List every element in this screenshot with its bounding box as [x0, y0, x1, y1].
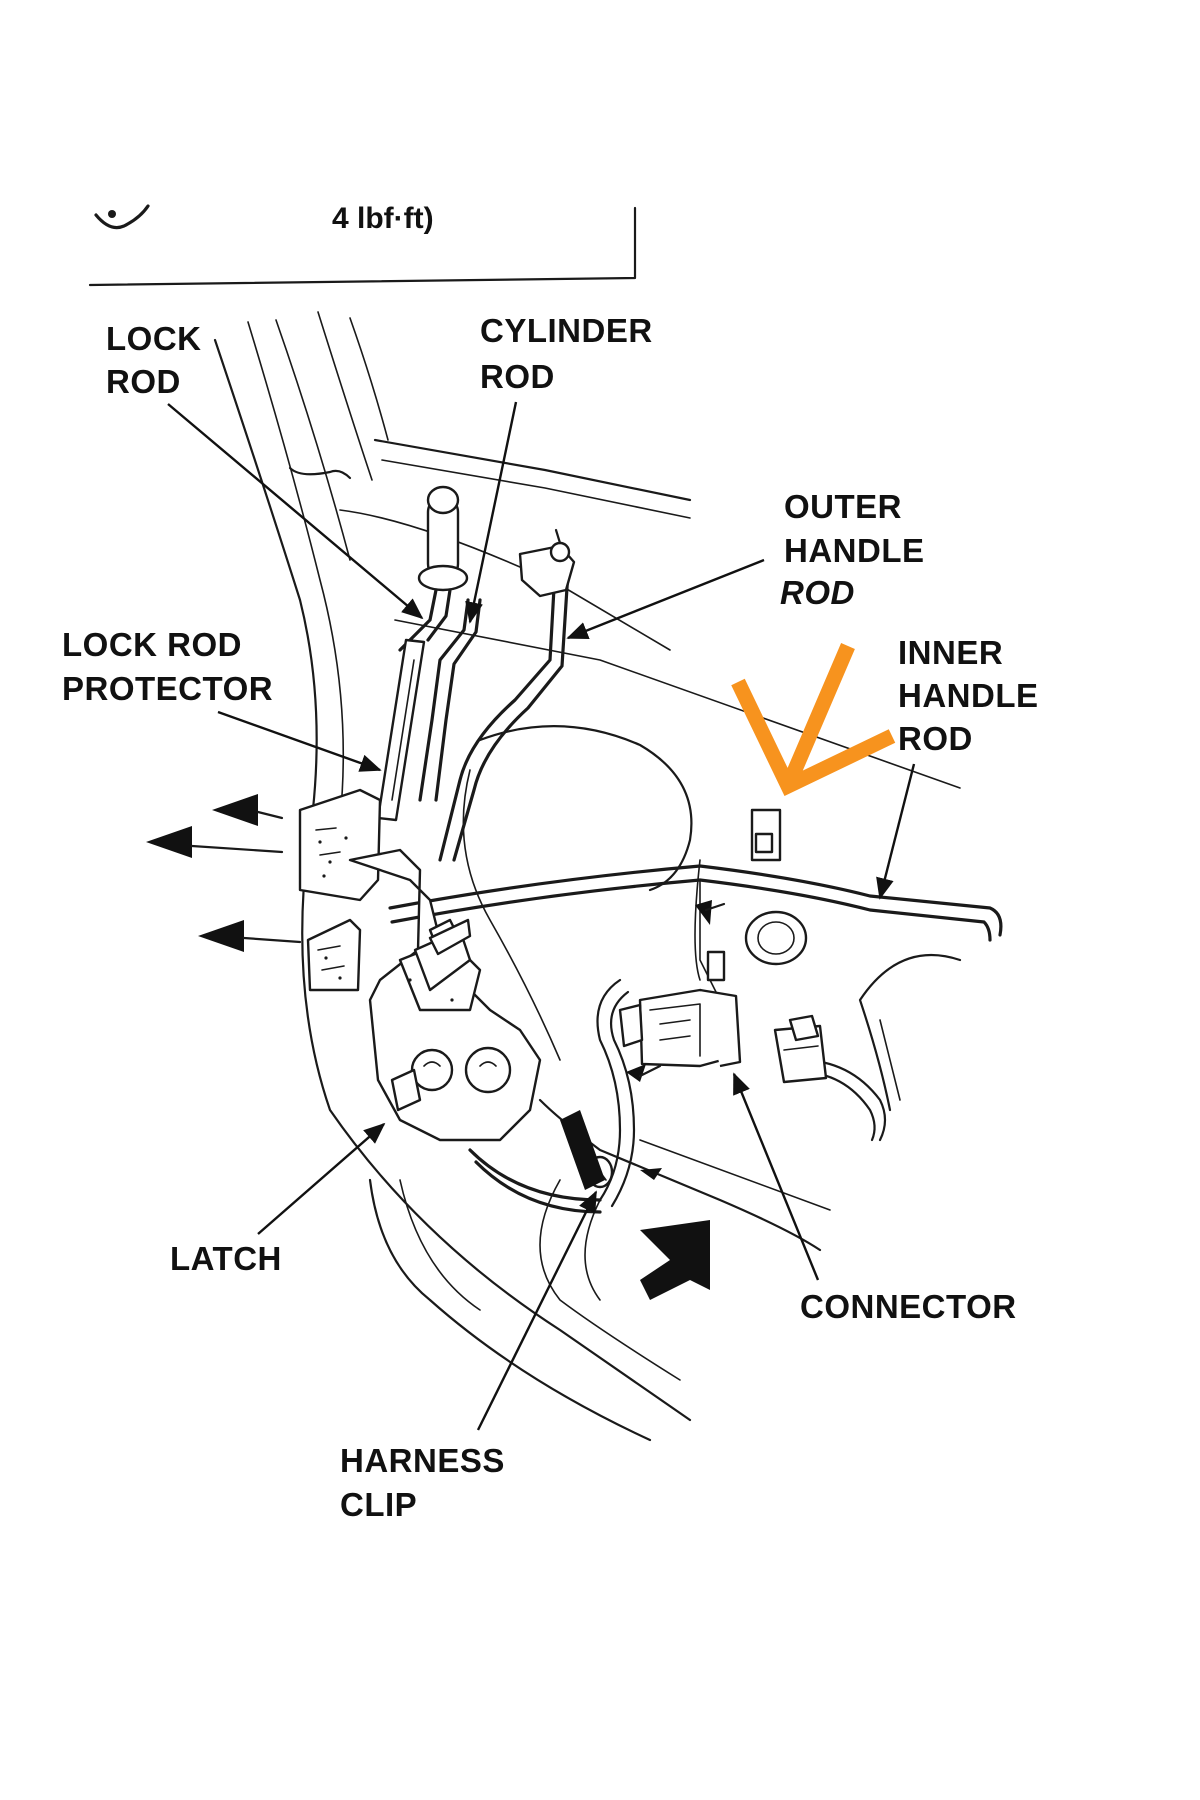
label-inner-handle-rod-line2: HANDLE [898, 677, 1039, 714]
pull-out-arrow [640, 1220, 710, 1300]
label-lock-rod-line2: ROD [106, 363, 181, 400]
fastener-arrow-1 [212, 794, 258, 826]
cylinder-rod-leader [465, 401, 518, 624]
label-outer-handle-rod-line1: OUTER [784, 488, 902, 525]
fastener-leaders [190, 810, 726, 1078]
latch-assembly [298, 788, 542, 1142]
label-inner-handle-rod-line3: ROD [898, 720, 973, 757]
outer-handle-rod [438, 528, 576, 862]
spec-box: 4 lbf·ft) [88, 202, 637, 287]
fastener-arrow-3 [198, 920, 244, 952]
label-harness-clip-line2: CLIP [340, 1486, 417, 1523]
label-leaders [167, 401, 916, 1431]
label-lock-rod-protector: LOCK ROD PROTECTOR [62, 626, 273, 707]
lock-rod-protector-leader [217, 710, 382, 772]
connector-release-arrow-1 [695, 900, 712, 925]
callout-labels: LOCK ROD CYLINDER ROD OUTER HANDLE ROD I… [62, 312, 1039, 1523]
fastener-arrow-2 [146, 826, 192, 858]
torque-spec-text: 4 lbf·ft) [332, 202, 434, 235]
door-panel [213, 311, 962, 1442]
connector-release-arrow-2 [626, 1064, 646, 1082]
orange-annotation-arrow [731, 643, 896, 797]
label-lock-rod-protector-line1: LOCK ROD [62, 626, 242, 663]
lock-rod-leader [167, 403, 424, 620]
remove-direction-arrow [560, 1110, 605, 1190]
label-lock-rod-line1: LOCK [106, 320, 202, 357]
small-press-arrow [640, 1168, 662, 1180]
harness-clip-leader [476, 1190, 598, 1431]
label-outer-handle-rod-line2: HANDLE [784, 532, 925, 569]
label-outer-handle-rod-line3: ROD [780, 574, 855, 611]
label-inner-handle-rod-line1: INNER [898, 634, 1003, 671]
label-inner-handle-rod: INNER HANDLE ROD [898, 634, 1039, 757]
outer-handle-rod-leader [566, 558, 765, 640]
label-harness-clip-line1: HARNESS [340, 1442, 505, 1479]
latch-leader [257, 1122, 386, 1235]
label-harness-clip: HARNESS CLIP [340, 1442, 505, 1523]
connector-leader [732, 1072, 820, 1281]
label-lock-rod-protector-line2: PROTECTOR [62, 670, 273, 707]
label-cylinder-rod: CYLINDER ROD [480, 312, 653, 395]
label-connector: CONNECTOR [800, 1288, 1017, 1325]
lock-rod [398, 485, 469, 652]
label-latch: LATCH [170, 1240, 282, 1277]
annotation-check-mark [731, 643, 896, 797]
label-outer-handle-rod: OUTER HANDLE ROD [780, 488, 925, 611]
lock-rod-protector [376, 638, 426, 822]
torque-wrench-icon [94, 204, 150, 230]
label-cylinder-rod-line2: ROD [480, 358, 555, 395]
inner-handle-rod [388, 864, 1003, 942]
inner-handle-rod-leader [876, 763, 916, 900]
direction-arrows [146, 794, 712, 1300]
connector-body [618, 988, 828, 1084]
label-lock-rod: LOCK ROD [106, 320, 202, 400]
label-cylinder-rod-line1: CYLINDER [480, 312, 653, 349]
